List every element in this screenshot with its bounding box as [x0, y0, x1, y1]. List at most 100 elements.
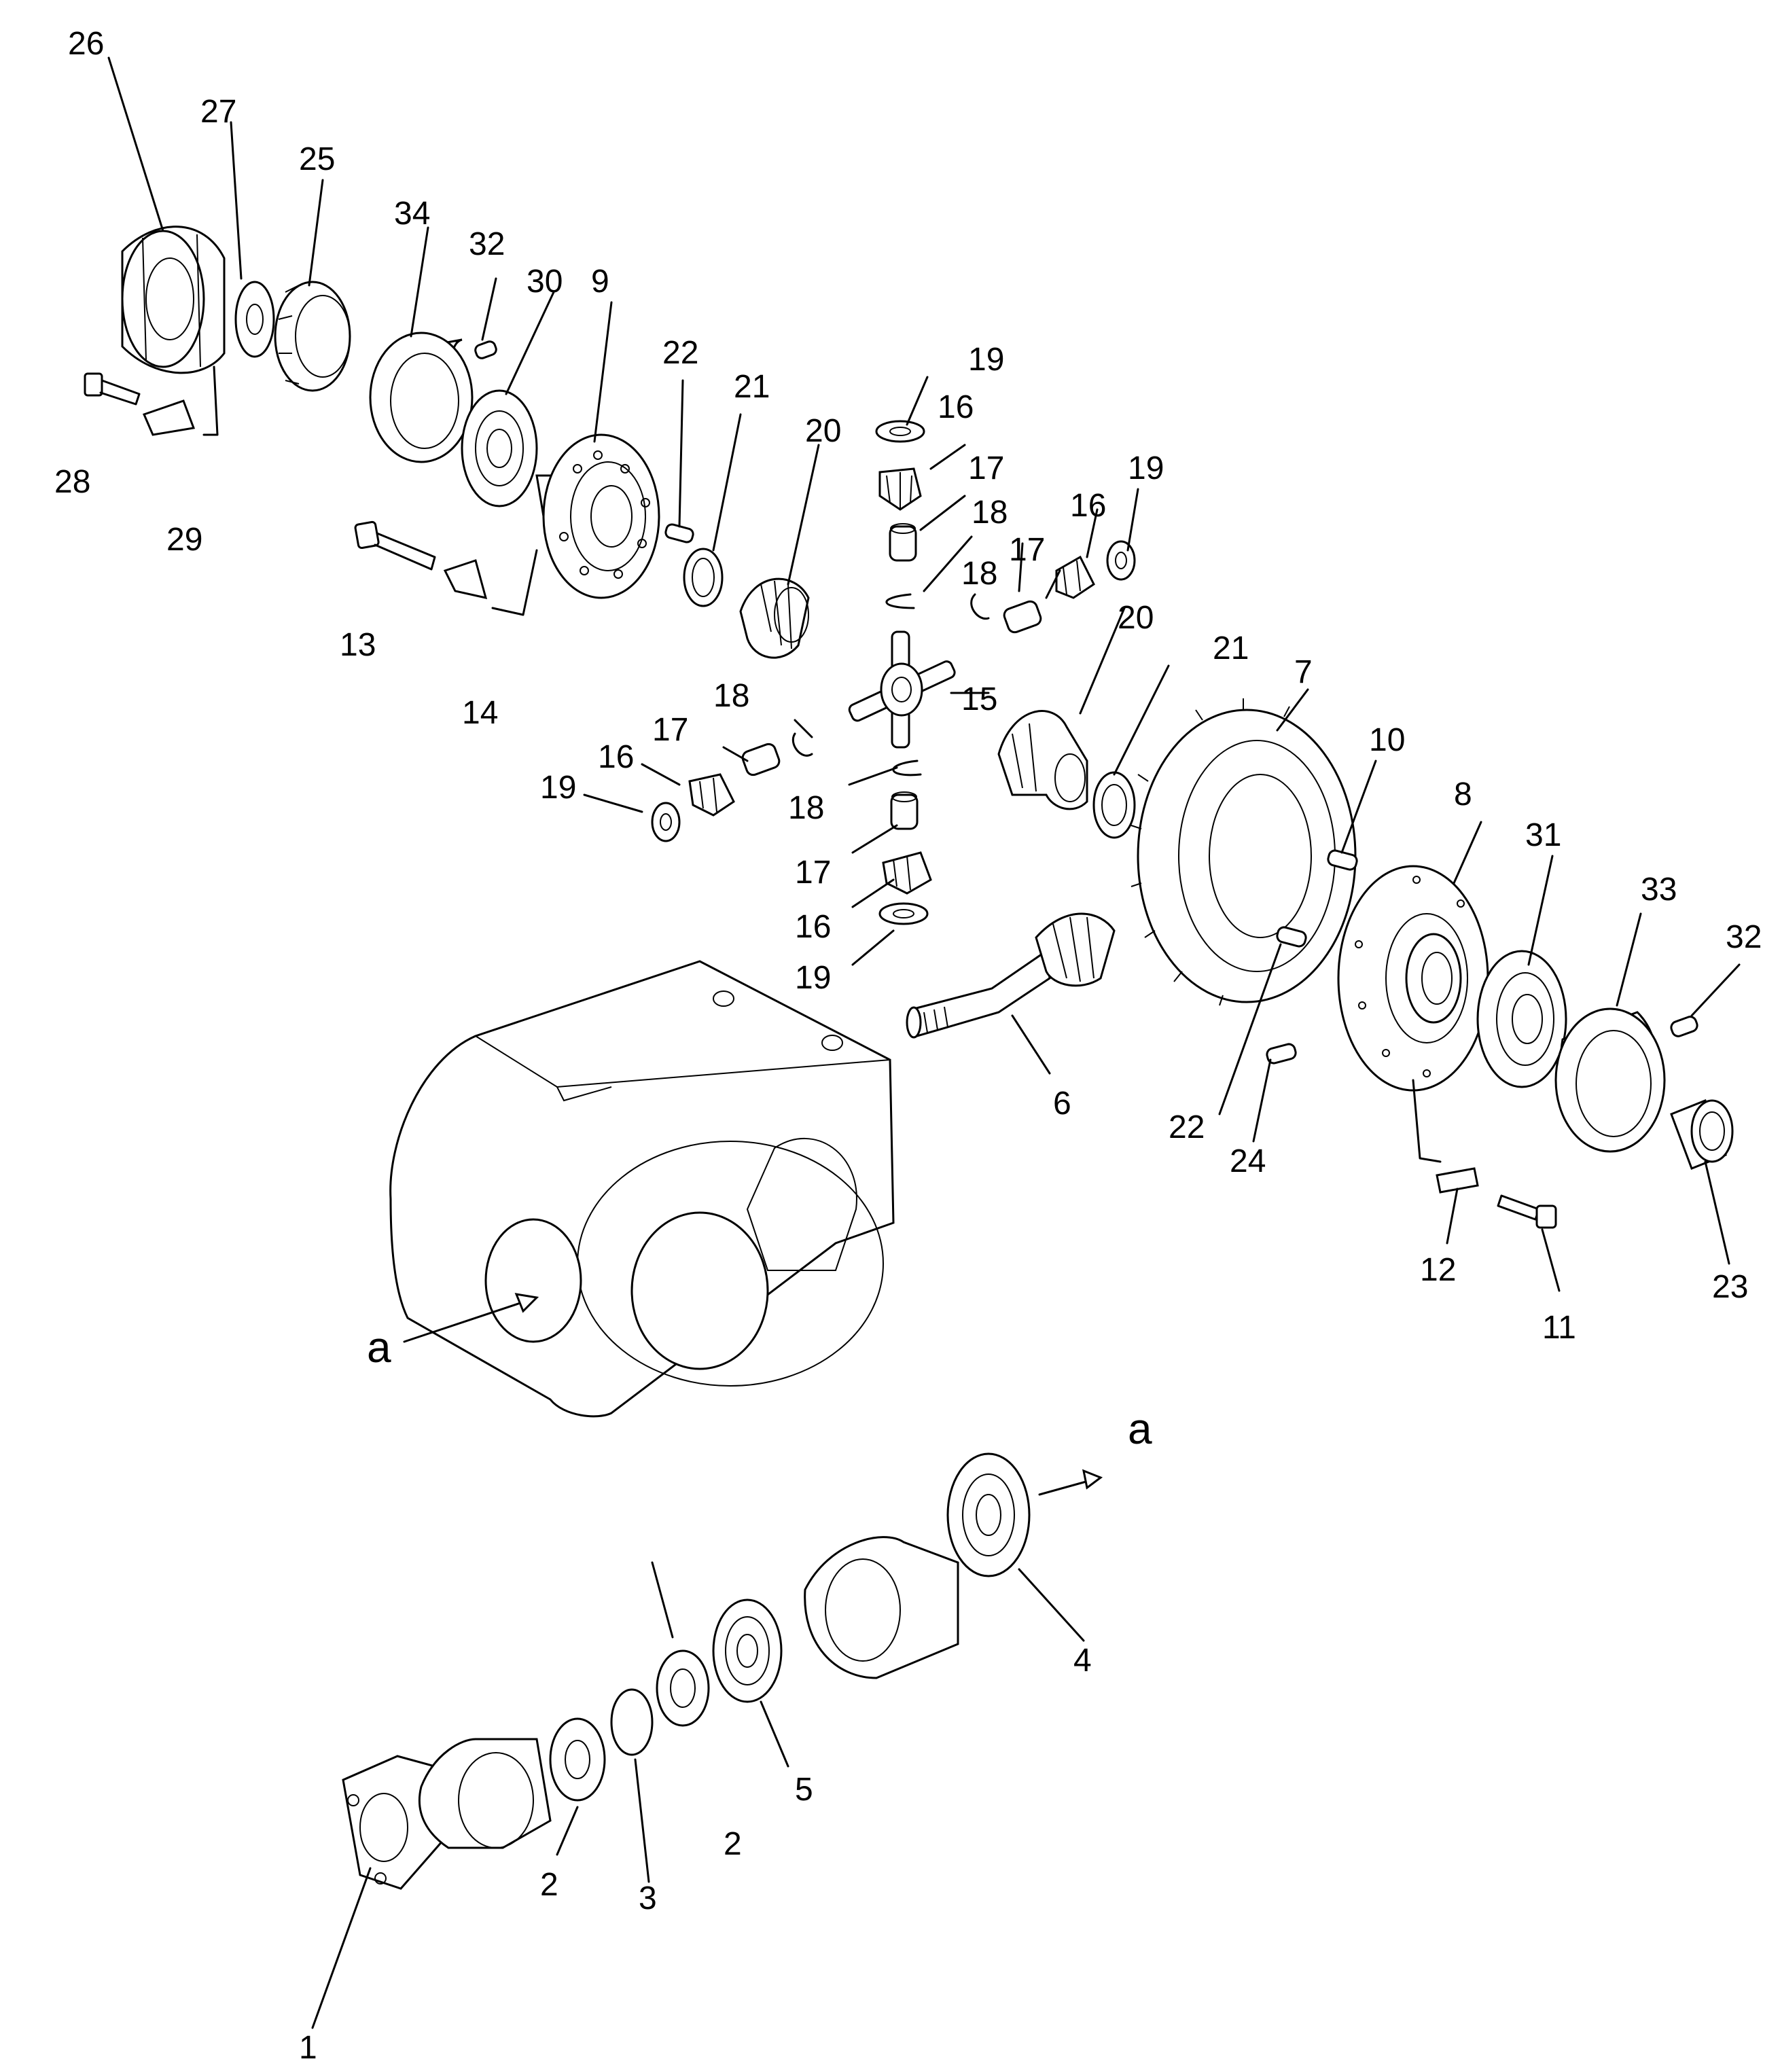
callout-16: 16: [1070, 488, 1106, 524]
part-16-pinion: [688, 773, 735, 817]
callout-6: 6: [1053, 1086, 1071, 1122]
part-12-lock-plate: [1412, 1079, 1479, 1194]
callout-17: 17: [968, 450, 1004, 486]
callout-18: 18: [972, 495, 1008, 531]
callout-22: 22: [662, 335, 698, 371]
callout-27: 27: [200, 94, 236, 130]
part-19-washer: [651, 802, 681, 842]
callout-19: 19: [540, 770, 576, 806]
callout-20: 20: [805, 413, 841, 449]
part-17-bushing: [889, 523, 917, 562]
part-19-washer: [1106, 540, 1136, 581]
callout-18: 18: [961, 556, 997, 592]
part-33-sleeve: [1554, 1007, 1666, 1153]
callout-16: 16: [598, 739, 634, 775]
part-30-bearing: [461, 389, 538, 507]
arrow-a-housing: [514, 1293, 539, 1313]
part-13-bolt: [354, 520, 436, 571]
callout-30: 30: [527, 264, 563, 300]
part-18-ring: [970, 593, 990, 620]
callout-3: 3: [639, 1880, 657, 1916]
callout-2: 2: [540, 1867, 558, 1903]
callout-28: 28: [54, 464, 90, 500]
callout-9: 9: [591, 264, 609, 300]
part-22-pin: [664, 523, 694, 543]
part-8-carrier: [1337, 865, 1489, 1092]
part-15-spider: [848, 630, 956, 749]
part-26-cover: [121, 226, 226, 374]
callout-2: 2: [724, 1826, 742, 1862]
part-28-bolt: [84, 372, 141, 406]
callout-16: 16: [795, 909, 831, 945]
part-19-washer: [875, 420, 925, 443]
part-21-washer: [683, 548, 724, 607]
part-9-case: [535, 433, 660, 599]
part-23-needle-bearing: [1670, 1099, 1734, 1170]
part-7-ring-gear: [1131, 698, 1357, 1006]
callout-32: 32: [469, 226, 505, 262]
part-2-seal: [656, 1649, 710, 1727]
part-22-pin: [1276, 926, 1307, 948]
part-17-bushing: [1003, 600, 1042, 634]
callout-7: 7: [1294, 654, 1313, 690]
part-18-ring: [892, 760, 922, 776]
callout-17: 17: [795, 855, 831, 891]
part-29-lock-plate: [142, 365, 219, 436]
part-18-ring: [885, 593, 915, 609]
part-16-pinion: [1055, 555, 1095, 599]
part-34-sleeve: [369, 332, 474, 463]
part-20-side-gear: [997, 710, 1088, 810]
view-letter-a-bearing: a: [1128, 1404, 1152, 1453]
callout-24: 24: [1230, 1143, 1266, 1179]
part-20-side-gear: [739, 577, 810, 659]
part-19-washer: [878, 902, 929, 925]
callout-19: 19: [795, 960, 831, 996]
view-letter-a-housing: a: [367, 1323, 391, 1372]
callout-17: 17: [1009, 532, 1045, 568]
callout-21: 21: [1213, 630, 1249, 666]
callout-4: 4: [1073, 1643, 1092, 1679]
part-21-washer: [1092, 771, 1136, 839]
callout-21: 21: [734, 369, 770, 405]
part-24-pin: [1266, 1043, 1297, 1065]
part-11-bolt: [1497, 1194, 1557, 1229]
part-17-bushing: [890, 791, 919, 830]
callout-13: 13: [340, 627, 376, 663]
callout-19: 19: [1128, 450, 1164, 486]
callout-31: 31: [1525, 817, 1561, 853]
part-10-pin: [1327, 849, 1358, 871]
callout-10: 10: [1369, 722, 1405, 758]
part-4-bearing: [946, 1452, 1031, 1577]
part-housing-sleeve: [804, 1536, 959, 1679]
callout-11: 11: [1542, 1310, 1576, 1346]
callout-23: 23: [1712, 1269, 1748, 1305]
part-5-bearing: [712, 1598, 783, 1703]
callout-25: 25: [299, 141, 335, 177]
callout-8: 8: [1454, 776, 1472, 812]
part-6-pinion: [906, 912, 1116, 1039]
callout-19: 19: [968, 342, 1004, 378]
arrow-a-bearing: [1082, 1469, 1103, 1490]
callout-33: 33: [1641, 872, 1677, 908]
part-2-seal: [549, 1717, 606, 1802]
part-18-ring: [791, 732, 813, 757]
part-32-pin: [474, 340, 497, 359]
callout-16: 16: [938, 389, 974, 425]
callout-5: 5: [795, 1772, 813, 1808]
part-16-pinion: [878, 467, 922, 511]
part-27-plate: [234, 281, 275, 358]
part-32-pin: [1670, 1016, 1698, 1037]
callout-18: 18: [713, 678, 749, 714]
callout-18: 18: [788, 790, 824, 826]
part-14-lock-plate: [443, 549, 538, 616]
callout-12: 12: [1420, 1252, 1456, 1288]
callout-15: 15: [961, 681, 997, 717]
part-16-pinion: [882, 851, 932, 895]
housing: [389, 960, 895, 1418]
callout-22: 22: [1169, 1109, 1205, 1145]
callout-26: 26: [68, 26, 104, 62]
callout-20: 20: [1118, 600, 1154, 636]
callout-34: 34: [394, 196, 430, 232]
part-3-snap-ring: [610, 1688, 654, 1756]
